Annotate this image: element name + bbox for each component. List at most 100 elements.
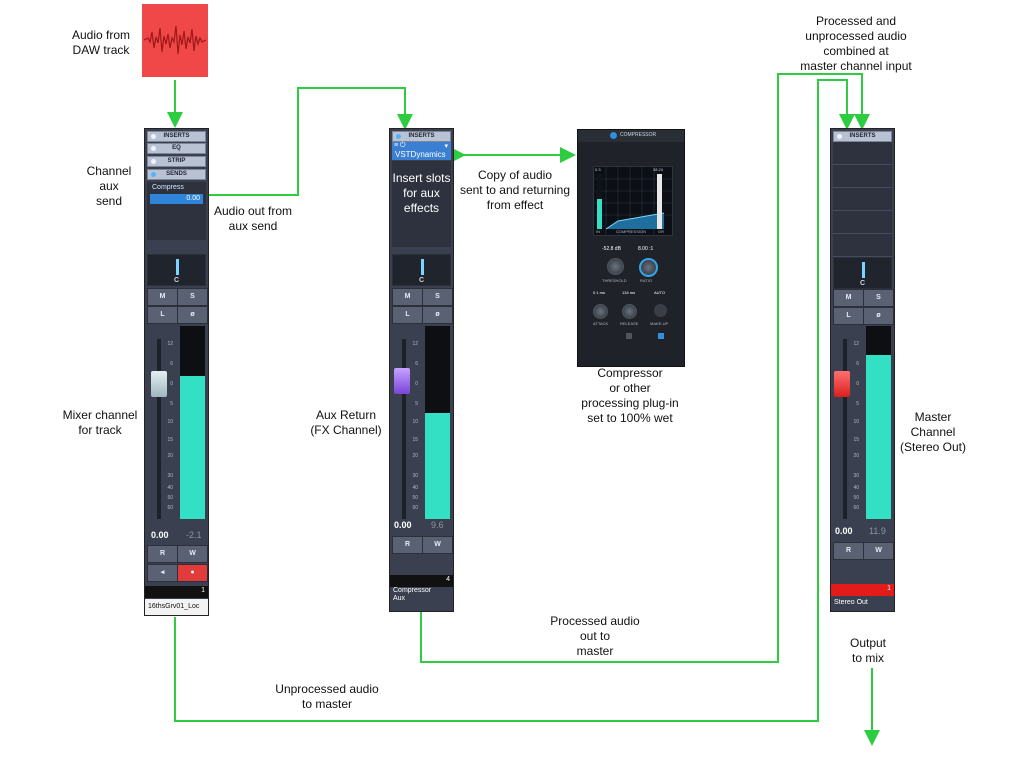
insert-plugin-slot[interactable]: ≡ ⏻ VSTDynamics ▾ <box>392 142 451 160</box>
volume-fader[interactable] <box>151 371 167 397</box>
release-knob[interactable] <box>622 304 637 319</box>
channel-number: 4 <box>446 576 450 583</box>
inserts-tab[interactable]: INSERTS <box>147 131 206 142</box>
strip-tab[interactable]: STRIP <box>147 156 206 167</box>
fader-scale-tick: 12 <box>167 341 173 347</box>
threshold-knob[interactable] <box>607 258 624 275</box>
sends-tab[interactable]: SENDS <box>147 169 206 180</box>
release-label: RELEASE <box>620 321 639 326</box>
channel-number-bar: 4 <box>390 575 453 587</box>
pan-control[interactable]: C <box>147 254 206 286</box>
volume-value[interactable]: 0.00 <box>835 526 853 536</box>
level-meter-fill <box>425 412 450 519</box>
insert-slot[interactable] <box>833 142 892 165</box>
peak-value: 11.9 <box>869 526 886 536</box>
write-button[interactable]: W <box>863 542 894 560</box>
mixer-channel-strip: INSERTS EQ STRIP SENDS Compress 0.00 C M… <box>144 128 209 616</box>
solo-button[interactable]: S <box>422 288 453 306</box>
fader-scale-tick: 60 <box>167 505 173 511</box>
fader-scale-tick: 5 <box>170 401 173 407</box>
level-meter-fill <box>180 376 205 519</box>
fader-scale-tick: 40 <box>853 485 859 491</box>
inserts-tab[interactable]: INSERTS <box>392 131 451 142</box>
level-meter <box>180 326 205 519</box>
fader-scale-tick: 12 <box>412 341 418 347</box>
insert-slot[interactable] <box>833 165 892 188</box>
mute-button[interactable]: M <box>833 289 864 307</box>
pan-value: C <box>859 280 866 287</box>
compression-curve <box>594 167 672 235</box>
phase-button[interactable]: ø <box>177 306 208 324</box>
fader-scale-tick: 40 <box>412 485 418 491</box>
in-meter <box>597 174 602 229</box>
mute-button[interactable]: M <box>392 288 423 306</box>
threshold-value[interactable]: -52.8 dB <box>602 246 621 252</box>
track-name[interactable]: 16thsGrv01_Loc <box>145 599 208 615</box>
send-slot[interactable]: Compress 0.00 <box>147 182 206 240</box>
gr-meter <box>657 174 662 229</box>
threshold-label: THRESHOLD <box>602 278 627 283</box>
ratio-knob[interactable] <box>639 258 658 277</box>
compression-label: COMPRESSION <box>616 229 647 234</box>
record-button[interactable]: ● <box>177 564 208 582</box>
attack-knob[interactable] <box>593 304 608 319</box>
line-unprocessed-to-master <box>174 79 855 722</box>
insert-slot[interactable] <box>833 234 892 257</box>
link-button[interactable]: L <box>833 307 864 325</box>
phase-button[interactable]: ø <box>863 307 894 325</box>
read-button[interactable]: R <box>392 536 423 554</box>
attack-value[interactable]: 0.1 ms <box>593 290 606 295</box>
read-button[interactable]: R <box>833 542 864 560</box>
insert-slot[interactable] <box>833 211 892 234</box>
write-button[interactable]: W <box>177 545 208 563</box>
auto-button[interactable]: AUTO <box>654 290 666 295</box>
fader-scale-tick: 0 <box>856 381 859 387</box>
power-icon[interactable] <box>610 132 617 139</box>
volume-value[interactable]: 0.00 <box>394 520 412 530</box>
master-channel-strip: INSERTS C M S L ø 0.00 11.9 R W 1 Stereo… <box>830 128 895 612</box>
ratio-value[interactable]: 8.00 :1 <box>638 246 654 252</box>
peak-value: 9.6 <box>431 520 444 530</box>
track-name[interactable]: Stereo Out <box>831 596 894 611</box>
solo-button[interactable]: S <box>177 288 208 306</box>
eq-tab[interactable]: EQ <box>147 143 206 154</box>
sidechain-button[interactable] <box>626 333 632 339</box>
level-meter <box>866 326 891 519</box>
fader-scale-tick: 15 <box>412 437 418 443</box>
inserts-tab[interactable]: INSERTS <box>833 131 892 142</box>
insert-slot[interactable] <box>833 188 892 211</box>
volume-fader[interactable] <box>394 368 410 394</box>
channel-number: 1 <box>887 585 891 592</box>
fader-scale-tick: 6 <box>170 361 173 367</box>
send-level-bar[interactable]: 0.00 <box>150 194 203 204</box>
in-top-value: 0.3 <box>595 167 601 172</box>
fader-scale-tick: 60 <box>412 505 418 511</box>
makeup-knob[interactable] <box>654 304 667 317</box>
phase-button[interactable]: ø <box>422 306 453 324</box>
link-button[interactable]: L <box>147 306 178 324</box>
peak-value: -2.1 <box>186 530 202 540</box>
pan-control[interactable]: C <box>833 257 892 289</box>
volume-fader[interactable] <box>834 371 850 397</box>
volume-value[interactable]: 0.00 <box>151 530 169 540</box>
read-button[interactable]: R <box>147 545 178 563</box>
pan-control[interactable]: C <box>392 254 451 286</box>
monitor-button[interactable]: ◂ <box>147 564 178 582</box>
link-button[interactable]: L <box>392 306 423 324</box>
release-value[interactable]: 134 ms <box>622 290 636 295</box>
auto-makeup-button[interactable] <box>658 333 664 339</box>
write-button[interactable]: W <box>422 536 453 554</box>
plugin-name: VSTDynamics <box>395 150 446 159</box>
solo-button[interactable]: S <box>863 289 894 307</box>
mute-button[interactable]: M <box>147 288 178 306</box>
